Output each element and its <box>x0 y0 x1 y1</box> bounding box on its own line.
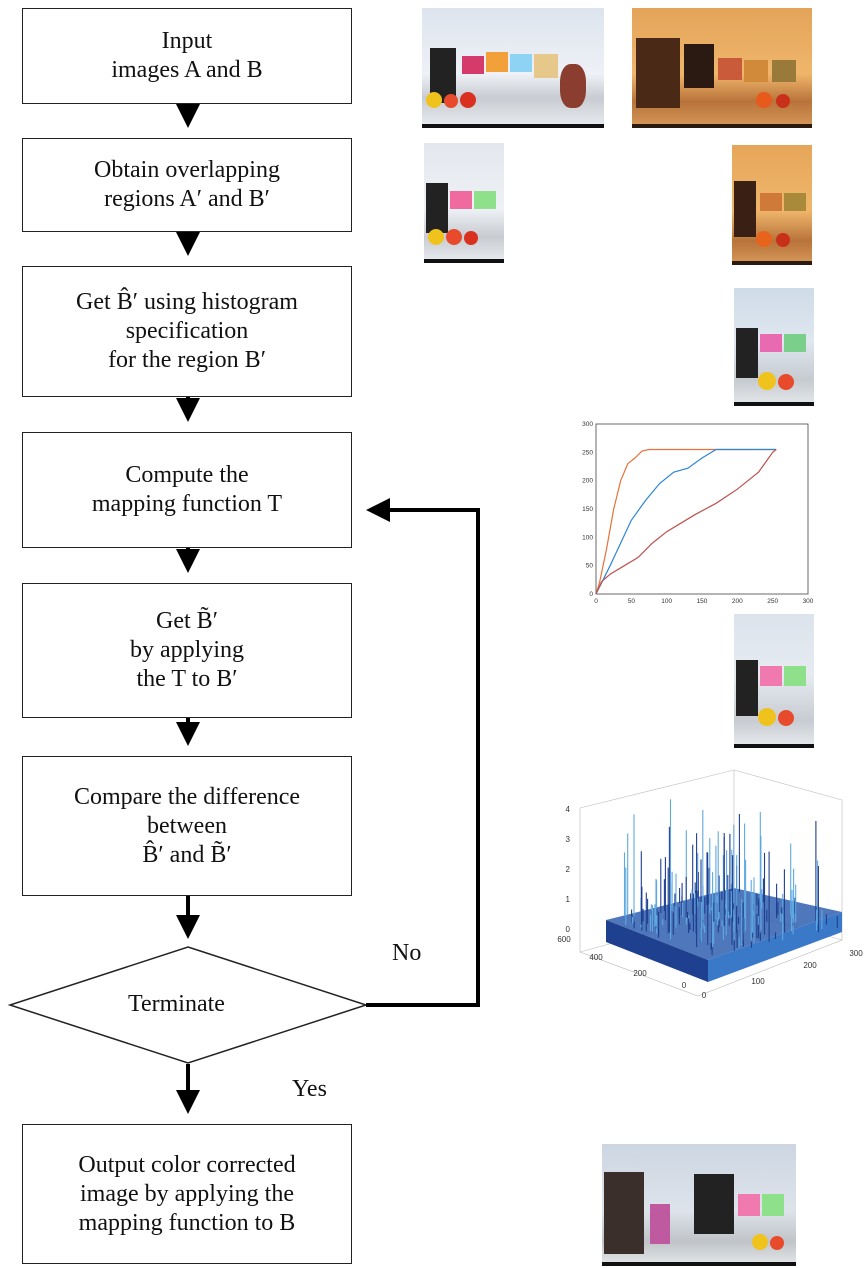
step-text: regions A′ and B′ <box>104 186 270 212</box>
surface-base-front <box>606 920 708 982</box>
step-text: Output color corrected <box>78 1151 296 1178</box>
z-tick-label: 1 <box>566 895 571 904</box>
step-text: Get B̃′ <box>156 608 218 634</box>
step-text: B̂′ and B̃′ <box>142 841 232 868</box>
step-text: Input <box>161 28 213 54</box>
step-obtain-overlap: Obtain overlapping regions A′ and B′ <box>22 138 352 232</box>
step-text: specification <box>125 318 249 344</box>
x-tick-label: 100 <box>751 977 765 986</box>
x-tick-label: 300 <box>803 598 814 605</box>
z-tick-label: 4 <box>566 805 571 814</box>
step-text: by applying <box>130 637 244 663</box>
step-text: Get B̂′ using histogram <box>76 289 298 315</box>
decision-text: Terminate <box>128 991 225 1017</box>
step-text: image by applying the <box>80 1180 294 1207</box>
step-text: Obtain overlapping <box>94 157 280 183</box>
x-tick-label: 200 <box>732 598 743 605</box>
step-apply-mapping: Get B̃′ by applying the T to B′ <box>22 583 352 718</box>
no-label: No <box>392 940 422 966</box>
step-input: Input images A and B <box>22 8 352 104</box>
yes-label: Yes <box>292 1076 327 1102</box>
x-tick-label: 0 <box>702 991 707 1000</box>
step-text: images A and B <box>111 57 263 83</box>
x-tick-label: 150 <box>697 598 708 605</box>
mapping-curve-2 <box>595 449 777 595</box>
z-tick-label: 2 <box>566 865 571 874</box>
y-tick-label: 50 <box>586 563 594 570</box>
y-tick-label: 0 <box>682 981 687 990</box>
x-tick-label: 0 <box>594 598 598 605</box>
photo-output <box>602 1144 796 1266</box>
y-tick-label: 150 <box>582 506 593 513</box>
photo-overlap-b <box>732 145 812 265</box>
x-tick-label: 200 <box>803 961 817 970</box>
z-tick-label: 3 <box>566 835 571 844</box>
difference-surface-plot: 4 3 2 1 0 600 400 200 0 0 100 200 300 <box>557 769 863 1000</box>
step-text: Compare the difference <box>73 783 301 810</box>
step-compute-mapping: Compute the mapping function T <box>22 432 352 548</box>
y-tick-label: 0 <box>589 591 593 598</box>
step-text: Compute the <box>125 462 249 488</box>
step-text: the T to B′ <box>136 666 238 692</box>
x-tick-label: 300 <box>849 949 863 958</box>
loop-arrow <box>366 498 480 1007</box>
mapping-function-plot: 0 50 100 150 200 250 300 0 50 100 150 200 250 300 <box>582 421 814 605</box>
step-output: Output color corrected image by applying… <box>22 1124 352 1264</box>
y-tick-label: 300 <box>582 421 593 428</box>
photo-mapped <box>734 614 814 748</box>
photo-histogram-spec <box>734 288 814 406</box>
x-tick-label: 100 <box>661 598 672 605</box>
photo-input-b <box>632 8 812 128</box>
photo-input-a <box>422 8 604 128</box>
step-text: mapping function T <box>91 491 283 517</box>
z-tick-label: 0 <box>566 925 571 934</box>
photo-overlap-a <box>424 143 504 263</box>
y-tick-label: 400 <box>589 953 603 962</box>
step-text: for the region B′ <box>108 347 266 373</box>
step-text: mapping function to B <box>78 1209 296 1236</box>
y-tick-label: 600 <box>557 935 571 944</box>
x-tick-label: 50 <box>628 598 636 605</box>
step-compare: Compare the difference between B̂′ and B… <box>22 756 352 896</box>
surface-base-side <box>708 912 842 982</box>
mapping-curve-0 <box>595 448 777 595</box>
step-histogram-spec: Get B̂′ using histogram specification fo… <box>22 266 352 397</box>
y-tick-label: 200 <box>633 969 647 978</box>
mapping-curve-1 <box>595 448 777 595</box>
x-tick-label: 250 <box>767 598 778 605</box>
y-tick-label: 250 <box>582 449 593 456</box>
y-tick-label: 200 <box>582 478 593 485</box>
step-text: between <box>147 812 227 839</box>
y-tick-label: 100 <box>582 534 593 541</box>
